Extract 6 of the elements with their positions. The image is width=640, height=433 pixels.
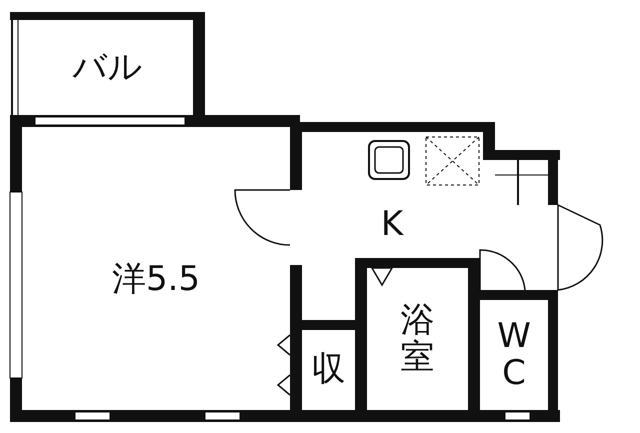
room-label: 収 (312, 351, 346, 389)
room-label: 浴室 (400, 302, 434, 376)
room-label: 洋5.5 (112, 261, 200, 299)
room-label: K (380, 206, 404, 244)
room-label: W C (497, 318, 531, 392)
room-label: バル (72, 48, 142, 86)
